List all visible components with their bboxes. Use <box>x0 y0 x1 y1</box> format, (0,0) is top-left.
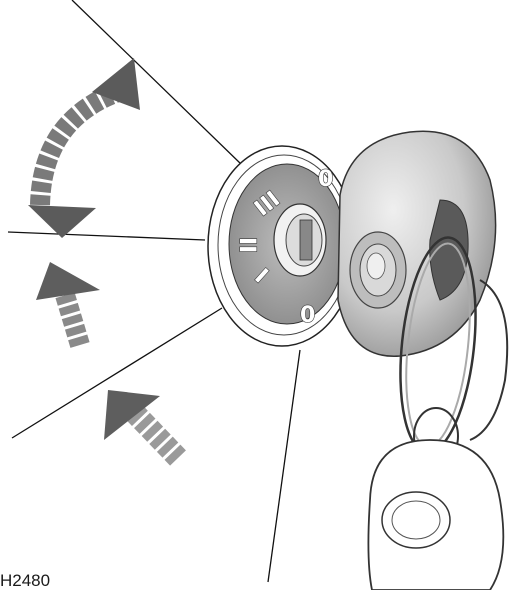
pointer-line-bottom <box>267 349 301 583</box>
pointer-line-top <box>71 0 243 166</box>
key-icon <box>337 130 497 357</box>
arrow-up-icon <box>36 262 100 348</box>
double-arrow-icon <box>28 58 140 238</box>
reference-code: H2480 <box>0 571 50 590</box>
position-label-bottom: 0 <box>300 303 315 328</box>
pointer-line-lower <box>11 307 223 439</box>
arrow-up-left-icon <box>104 390 186 466</box>
position-label-top: 0 <box>318 167 333 192</box>
pointer-line-middle <box>7 231 206 241</box>
position-label-2: II <box>234 237 259 253</box>
key-fob-icon <box>367 439 505 590</box>
ignition-switch: 0 III II I 0 <box>207 145 357 347</box>
